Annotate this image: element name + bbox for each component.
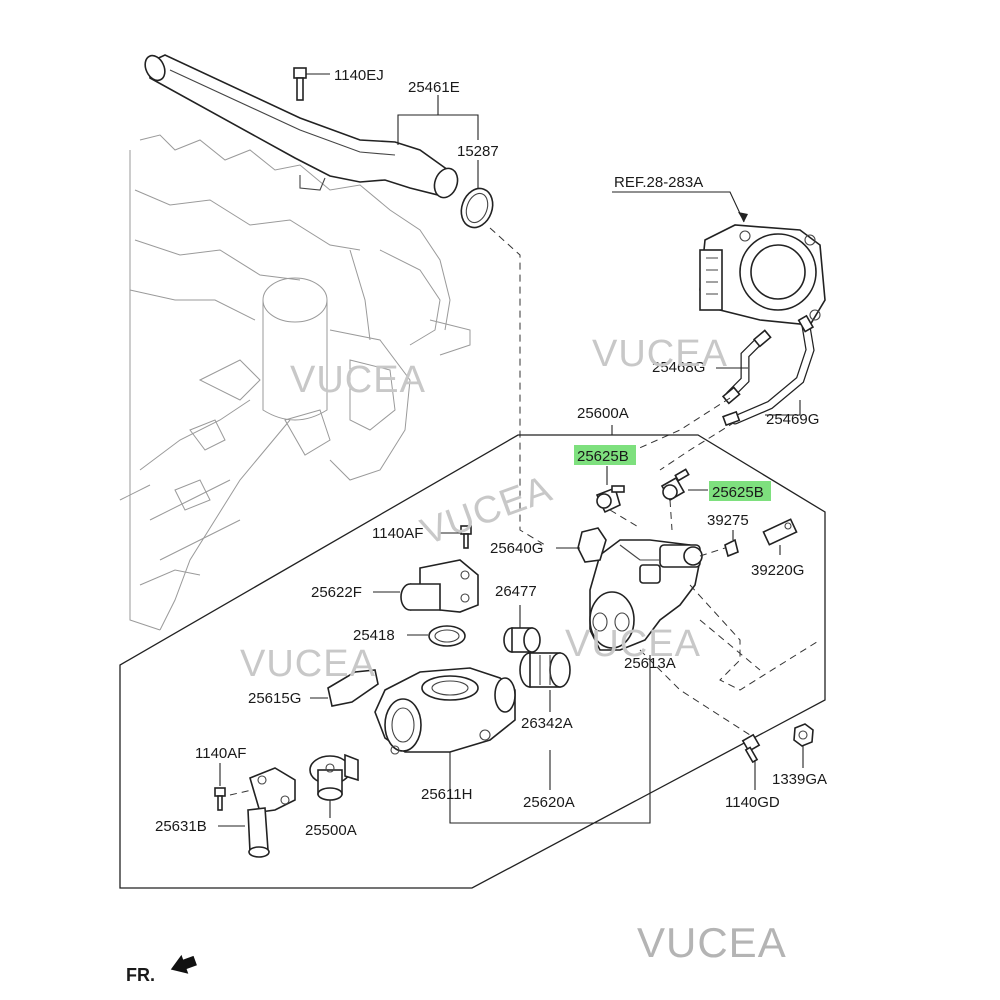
dashed-connector-pipe [489,227,546,546]
gasket-15287-inner [465,192,489,224]
label-1140gd: 1140GD [725,794,780,811]
front-arrow-icon [170,954,197,974]
dashed-connector-39275 [699,547,726,557]
engine-block-sketch [119,134,471,631]
throttle-body [699,224,826,326]
label-1140af-bottom: 1140AF [195,745,246,762]
assembly-outline [119,434,826,889]
watermark-4: VUCEA [240,643,376,685]
dashed-connector-bolt-bottom [229,789,253,796]
label-25625b-a: 25625B [577,448,629,465]
label-25461e: 25461E [408,79,460,96]
seal-26477 [503,627,541,653]
label-26342a: 26342A [521,715,573,732]
arrow-ref-icon [738,212,748,222]
nut-1339ga-icon [793,723,814,747]
watermark-1: VUCEA [592,333,728,375]
thermostat-25500a [309,753,359,801]
bolt-1140ej-icon [293,67,330,101]
label-ref: REF.28-283A [614,174,703,191]
washer-39275 [724,538,739,558]
label-25500a: 25500A [305,822,357,839]
label-25600a: 25600A [577,405,629,422]
dashed-connector-right-b [639,649,751,736]
label-1339ga: 1339GA [772,771,827,788]
label-39220g: 39220G [751,562,804,579]
label-25640g: 25640G [490,540,543,557]
leader-25611h-bracket [449,655,651,824]
label-25611h: 25611H [421,786,472,803]
label-1140ej: 1140EJ [334,67,384,84]
sensor-25625b-right [660,468,690,502]
label-25625b-b: 25625B [712,484,764,501]
label-25613a: 25613A [624,655,676,672]
highlight-25625b-b [709,481,771,501]
label-25615g: 25615G [248,690,301,707]
highlight-25625b-a [574,445,636,465]
watermark-6: VUCEA [637,919,787,966]
watermark-5: VUCEA [565,623,701,665]
hose-25468g [721,329,772,405]
label-25418: 25418 [353,627,395,644]
label-39275: 39275 [707,512,749,529]
gasket-15287 [460,187,494,229]
label-15287: 15287 [457,143,499,160]
label-25469g: 25469G [766,411,819,428]
outlet-25631b [247,767,296,858]
label-1140af-top: 1140AF [372,525,423,542]
dashed-connector-sensor-b [669,499,673,531]
label-front: FR. [126,965,155,985]
label-25622f: 25622F [311,584,362,601]
dashed-connector-right-a [689,584,821,691]
label-25620a: 25620A [523,794,575,811]
water-housing-25611h [374,667,516,755]
bolt-1140af-bottom-icon [214,787,226,811]
bolt-1140af-top-icon [460,525,472,549]
coolant-pipe-25461e [144,54,459,199]
leader-25461e [397,114,479,145]
fitting-25622f [400,559,479,613]
label-25631b: 25631B [155,818,207,835]
leader-25469g [765,400,801,416]
seal-26342a [519,652,571,688]
dashed-connector-hose-b [659,421,736,471]
sensor-25625b-left [595,485,625,514]
dashed-connector-hose-a [634,397,731,451]
leader-ref [612,191,745,223]
dashed-connector-sensor-a [609,509,641,529]
label-25468g: 25468G [652,359,705,376]
label-26477: 26477 [495,583,537,600]
watermark-2: VUCEA [290,359,426,401]
oring-25418 [428,625,466,647]
gasket-25615g [327,669,379,707]
sensor-39220g [762,518,798,546]
bolt-1140gd-icon [741,733,761,764]
hose-25469g [722,314,815,427]
dashed-connector-right-c [699,619,761,671]
oring-25418-inner [434,629,460,643]
